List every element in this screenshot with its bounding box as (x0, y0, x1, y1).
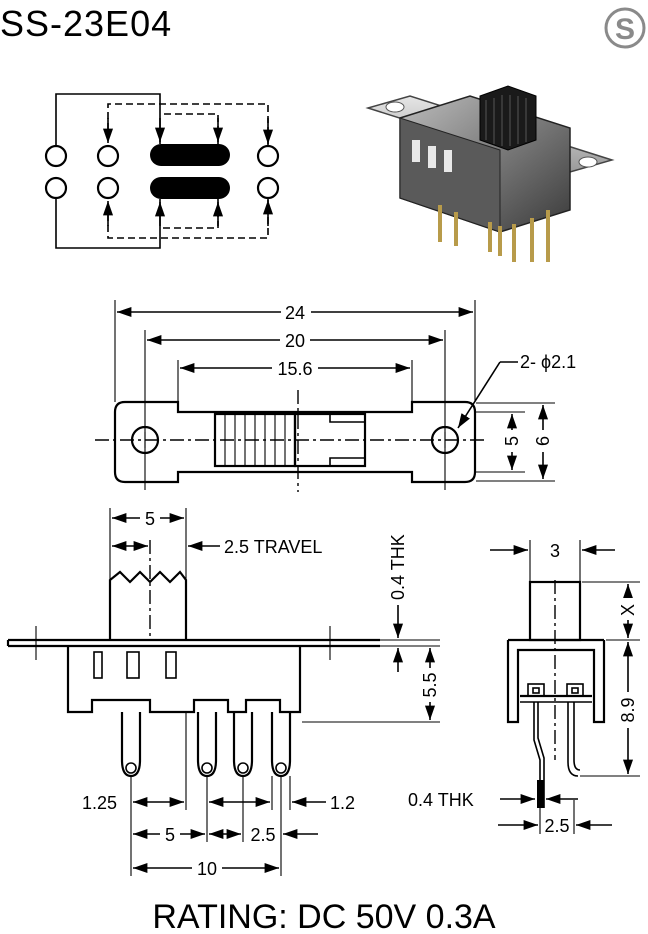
brand-logo: S (604, 7, 646, 49)
dim-label-travel: 2.5 TRAVEL (224, 537, 322, 557)
dim-label-pin-offset-right: 1.2 (330, 793, 355, 813)
dim-label-pin-offset-left: 1.25 (82, 793, 117, 813)
dim-label-x: X (618, 604, 638, 616)
dim-label-end-height: 8.9 (618, 697, 638, 722)
dim-label-overall: 24 (285, 303, 305, 323)
dim-label-knob: 5 (145, 509, 155, 529)
brand-logo-letter: S (615, 13, 635, 46)
side-view-drawing: 5 2.5 TRAVEL 0.4 THK 5.5 (6, 508, 441, 879)
dim-label-outer-height: 6 (533, 436, 553, 446)
slider-contact-bottom (150, 177, 230, 199)
product-photo (365, 85, 615, 262)
dim-label-body: 15.6 (277, 359, 312, 379)
dim-label-thickness: 0.4 THK (388, 534, 408, 600)
dim-label-pin-thk: 0.4 THK (408, 790, 474, 810)
dim-label-hole: 2- ϕ2.1 (520, 352, 576, 372)
dim-label-pitch: 5 (165, 825, 175, 845)
dim-label-mount: 20 (285, 331, 305, 351)
dim-label-pitch-small: 2.5 (250, 825, 275, 845)
end-view-drawing: 3 X 8.9 0.4 THK 2.5 (408, 540, 640, 836)
dim-label-end-width: 3 (550, 541, 560, 561)
dim-label-body-height: 5.5 (420, 672, 440, 697)
dim-label-pin-pitch: 2.5 (544, 816, 569, 836)
dim-label-inner-height: 5 (502, 436, 522, 446)
part-number-title: SS-23E04 (0, 3, 172, 44)
rating-text: RATING: DC 50V 0.3A (152, 898, 496, 934)
top-view-drawing: 24 20 15.6 2- ϕ2.1 (95, 300, 576, 492)
switch-schematic (44, 93, 280, 249)
slider-contact-top (150, 144, 230, 166)
dim-label-total-pins: 10 (197, 859, 217, 879)
